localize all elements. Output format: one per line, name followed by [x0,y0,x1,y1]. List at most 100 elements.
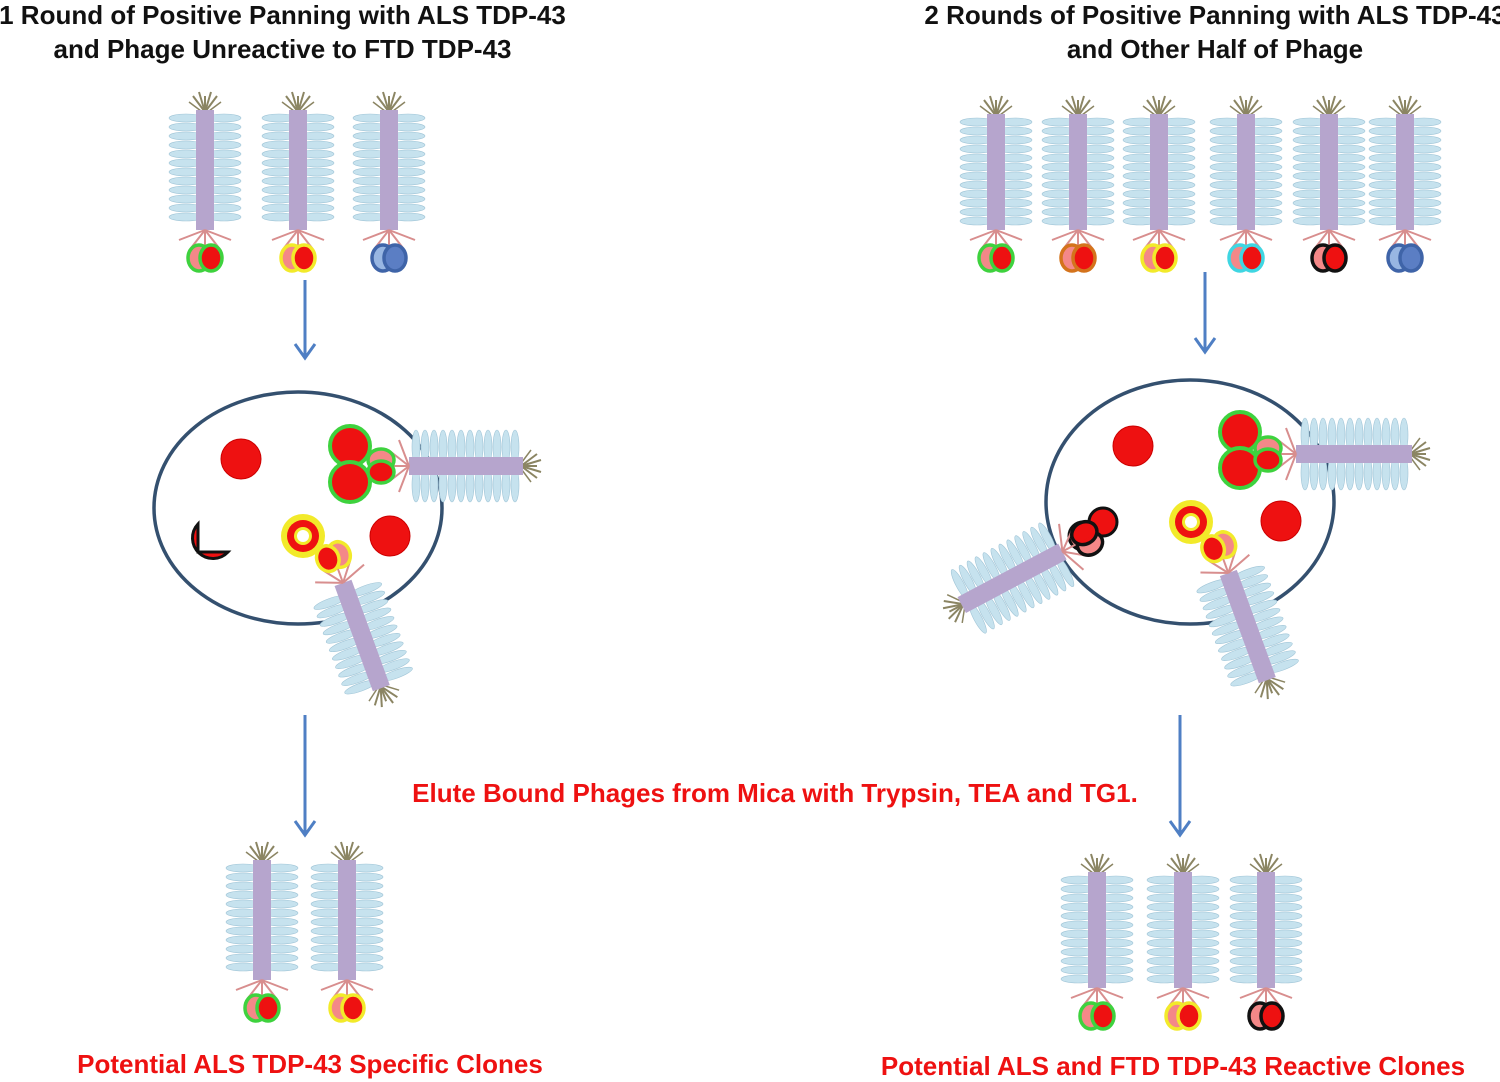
right-clone-phage-green [1060,853,1134,1031]
left-bound-ring-yellow [281,514,325,558]
phage-body [1320,114,1338,230]
left-bound-phage-green [366,429,542,503]
left-bound-fragment [191,520,232,560]
scfv-antibody-head [1078,1001,1116,1031]
scfv-antibody-head [1227,243,1265,273]
phage-coat-proteins [1122,117,1196,226]
phage-body [957,543,1067,614]
right-library-phage-black [1292,95,1366,273]
left-mica-surface [152,390,444,626]
right-bound-ring-yellow [1169,500,1213,544]
scfv-antibody-head [328,993,366,1023]
left-als-tdp43-antigen-1 [220,438,262,480]
left-title-line-1: 1 Round of Positive Panning with ALS TDP… [0,0,566,30]
scfv-antibody-head [243,993,281,1023]
phage-body [196,110,214,230]
scfv-antibody-head [1059,243,1097,273]
left-library-phage-green [168,91,242,273]
left-bound-cluster-green [328,424,372,504]
phage-coat-proteins [313,582,413,695]
phage-body [253,860,271,980]
phage-coat-proteins [1060,875,1134,984]
right-clone-phage-black [1229,853,1303,1031]
right-result-label: Potential ALS and FTD TDP-43 Reactive Cl… [880,1051,1466,1081]
phage-body [1396,114,1414,230]
left-arrow-to-clones [293,715,317,838]
left-title-line-2: and Phage Unreactive to FTD TDP-43 [53,34,512,64]
right-mica-surface [1044,378,1336,626]
right-library-phage-orange [1041,95,1115,273]
phage-body [409,457,523,475]
right-als-tdp43-antigen-1 [1112,425,1154,467]
phage-tip-fibers [330,841,364,865]
right-bound-phage-green [1253,417,1431,491]
right-als-tdp43-antigen-2 [1260,500,1302,542]
scfv-antibody-head [279,243,317,273]
phage-coat-proteins [310,863,384,972]
phage-tip-fibers [1407,437,1431,471]
scfv-antibody-head [370,243,408,273]
scfv-antibody-head [186,243,224,273]
scfv-antibody-head [1164,1001,1202,1031]
phage-coat-proteins [1300,417,1409,491]
phage-coat-proteins [1368,117,1442,226]
right-bound-cluster-green [1218,410,1262,490]
phage-body [1088,872,1106,988]
phage-coat-proteins [352,113,426,222]
scfv-antibody-head [977,243,1015,273]
left-clone-phage-green [225,841,299,1023]
phage-body [1296,445,1412,463]
left-panel-title: 1 Round of Positive Panning with ALS TDP… [0,0,575,66]
phage-tip-fibers [1249,853,1283,877]
left-bound-phage-yellow [313,539,413,708]
left-library-phage-yellow [261,91,335,273]
right-panel-title: 2 Rounds of Positive Panning with ALS TD… [920,0,1500,66]
scfv-antibody-head [366,447,396,485]
phage-coat-proteins [1209,117,1283,226]
left-library-phage-blue [352,91,426,273]
phage-body [987,114,1005,230]
right-bound-phage-yellow [1196,530,1299,700]
phage-body [1174,872,1192,988]
phage-coat-proteins [1292,117,1366,226]
right-library-phage-green [959,95,1033,273]
scfv-antibody-head [1310,243,1348,273]
elution-instruction: Elute Bound Phages from Mica with Trypsi… [412,778,1138,808]
phage-body [1219,569,1276,684]
scfv-antibody-head [1069,519,1105,557]
phage-body [1150,114,1168,230]
scfv-antibody-head [1253,435,1283,473]
phage-body [1237,114,1255,230]
scfv-antibody-head [1140,243,1178,273]
left-als-tdp43-antigen-2 [369,515,411,557]
phage-coat-proteins [1196,565,1299,687]
right-arrow-to-clones [1168,715,1192,838]
right-bound-phage-black [942,519,1105,634]
phage-body [334,579,390,692]
phage-coat-proteins [1146,875,1220,984]
scfv-antibody-head [1247,1001,1285,1031]
right-library-phage-yellow [1122,95,1196,273]
phage-tail-fibers [1378,229,1432,250]
left-arrow-to-mica [293,280,317,361]
phage-body [289,110,307,230]
left-result-label: Potential ALS TDP-43 Specific Clones [77,1049,543,1079]
phage-coat-proteins [1041,117,1115,226]
right-title-line-1: 2 Rounds of Positive Panning with ALS TD… [924,0,1500,30]
right-clone-phage-yellow [1146,853,1220,1031]
scfv-antibody-head [1386,243,1424,273]
scfv-antibody-head [1200,530,1238,564]
phage-body [338,860,356,980]
scfv-antibody-head [314,539,353,574]
phage-body [1069,114,1087,230]
phage-tip-fibers [1254,675,1286,700]
phage-coat-proteins [168,113,242,222]
phage-coat-proteins [950,522,1075,634]
right-title-line-2: and Other Half of Phage [1066,34,1364,64]
right-library-phage-blue [1368,95,1442,273]
phage-body [380,110,398,230]
right-library-phage-cyan [1209,95,1283,273]
right-arrow-to-mica [1193,272,1217,355]
